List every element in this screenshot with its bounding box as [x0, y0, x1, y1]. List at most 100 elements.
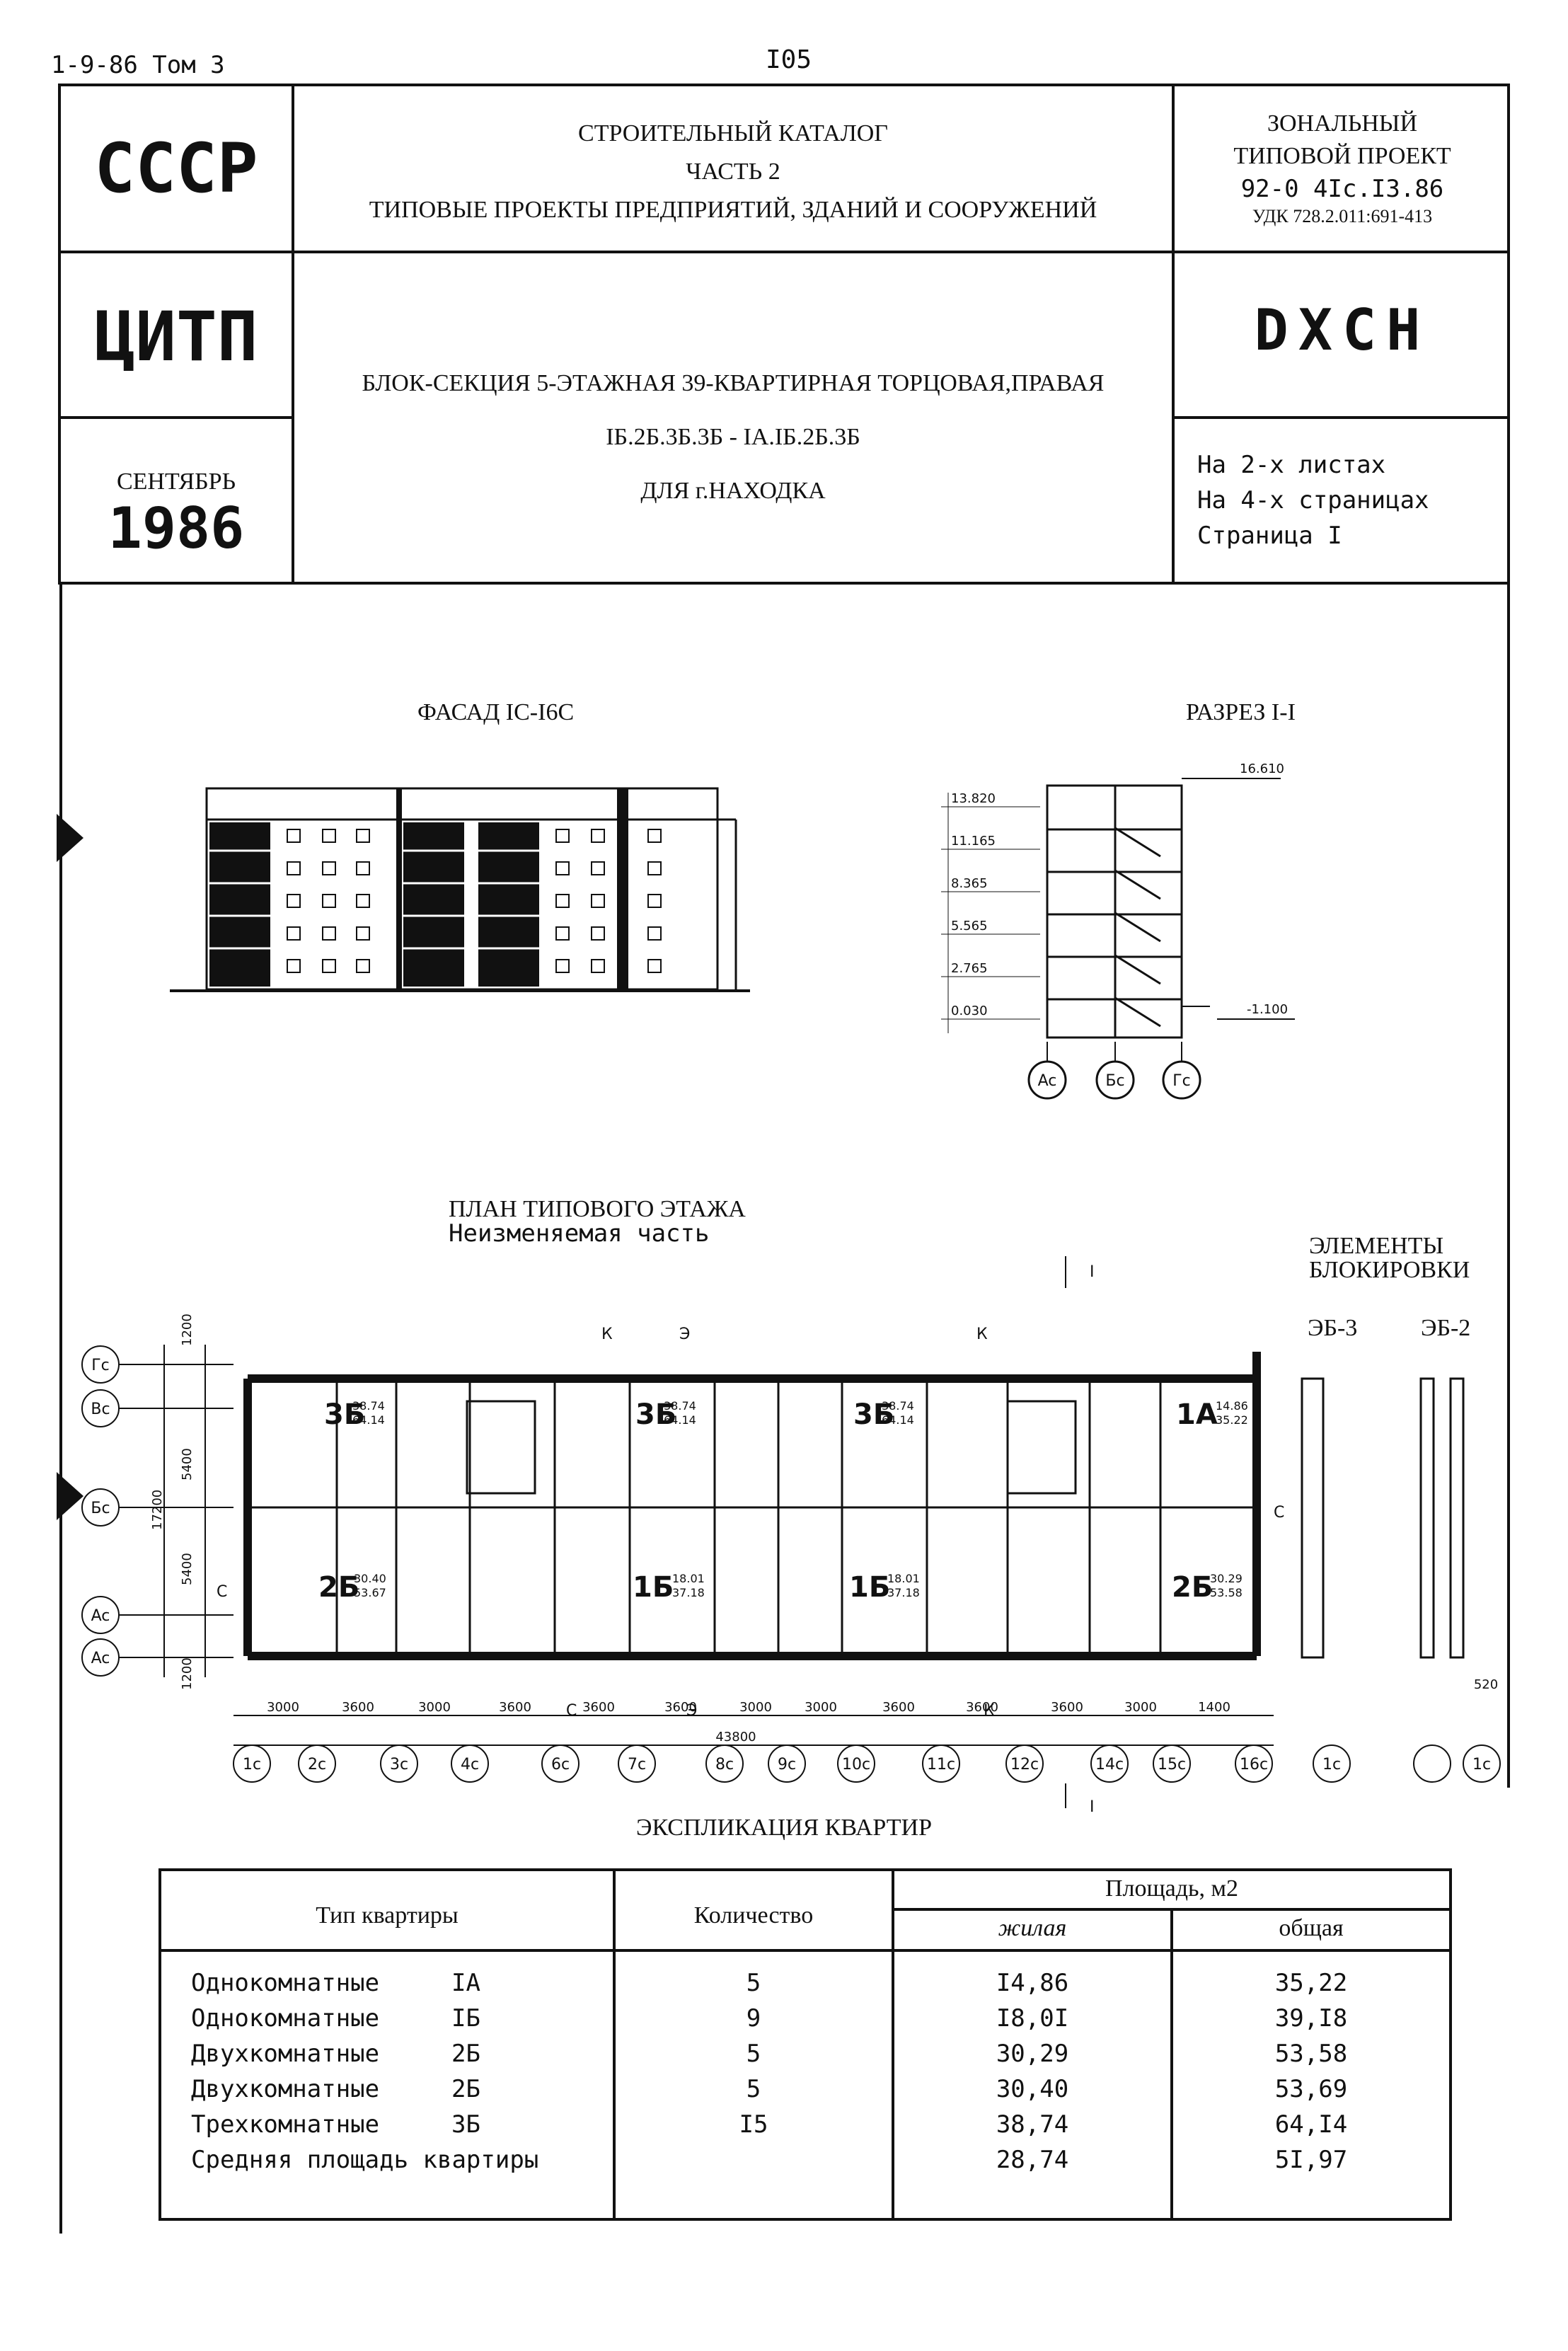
dim-label-overall: 43800	[715, 1730, 756, 1744]
level-label: 8.365	[951, 876, 988, 891]
dim-label: 3000	[418, 1700, 451, 1715]
header-type: Тип квартиры	[316, 1902, 459, 1928]
divider	[292, 251, 1510, 253]
apartment-type: 1Б	[849, 1571, 890, 1604]
sheet-info-line: Страница I	[1197, 522, 1342, 550]
floor-plan: Гc Вc Бc Ac Ac 1c 2c 3c 4c 6c 7c 8c 9c 1…	[81, 1256, 1501, 1812]
row-name: Трехкомнатные	[191, 2110, 380, 2139]
dim-label: 3600	[499, 1700, 531, 1715]
sheet-info: На 2-х листах На 4-х страницах Страница …	[1197, 447, 1429, 553]
dim-label: 1200	[180, 1314, 195, 1346]
level-label: 11.165	[951, 834, 996, 849]
axis-label: 4c	[461, 1756, 479, 1774]
apartment-living: 14.86	[1216, 1399, 1248, 1413]
dim-label: 3600	[882, 1700, 915, 1715]
catalog-line: ЧАСТЬ 2	[686, 159, 780, 185]
divider	[1172, 86, 1175, 582]
row-living: 38,74	[996, 2110, 1069, 2139]
apartment-type: 2Б	[1172, 1571, 1213, 1604]
dim-label: 3600	[342, 1700, 374, 1715]
axis-label: 14c	[1095, 1756, 1124, 1774]
apartment-type: 3Б	[853, 1398, 894, 1431]
apartment-type: 2Б	[318, 1571, 359, 1604]
divider	[292, 86, 294, 582]
cut-label-e: Э	[679, 1326, 690, 1343]
section-title: РАЗРЕЗ I-I	[1186, 699, 1296, 725]
row-name: Средняя площадь квартиры	[191, 2146, 539, 2174]
axis-label: 3c	[390, 1756, 408, 1774]
row-name: Однокомнатные	[191, 2004, 380, 2033]
header-count: Количество	[693, 1902, 814, 1928]
month-label: СЕНТЯБРЬ	[116, 469, 236, 495]
dim-label: 3000	[739, 1700, 772, 1715]
title-line: IБ.2Б.3Б.3Б - IA.IБ.2Б.3Б	[606, 424, 860, 450]
blocking-title-line: ЭЛЕМЕНТЫ	[1309, 1233, 1444, 1259]
axis-label: Бc	[91, 1500, 110, 1517]
cut-label-k: К	[601, 1326, 613, 1343]
binder-mark	[57, 1472, 83, 1520]
apartment-living: 38.74	[352, 1399, 385, 1413]
divider	[1170, 1908, 1173, 2221]
axis-label: 10c	[842, 1756, 870, 1774]
axis-label: 16c	[1240, 1756, 1268, 1774]
row-total: 53,69	[1274, 2075, 1348, 2103]
level-label: 2.765	[951, 961, 988, 976]
catalog-line: СТРОИТЕЛЬНЫЙ КАТАЛОГ	[578, 120, 888, 146]
document-code: DXCH	[1254, 297, 1431, 363]
facade-title: ФАСАД IC-I6C	[417, 699, 575, 725]
row-type: IБ	[451, 2004, 480, 2033]
row-name: Двухкомнатные	[191, 2075, 380, 2103]
plan-title-line: ПЛАН ТИПОВОГО ЭТАЖА	[449, 1196, 746, 1222]
apartment-type: 3Б	[324, 1398, 365, 1431]
apartment-total: 64.14	[664, 1413, 696, 1427]
title-block: СССР ЦИТП СЕНТЯБРЬ 1986 СТРОИТЕЛЬНЫЙ КАТ…	[58, 84, 1510, 585]
level-label: -1.100	[1247, 1002, 1288, 1017]
row-count: I5	[739, 2110, 768, 2139]
cut-label-c: С	[566, 1702, 577, 1720]
row-living: I4,86	[996, 1969, 1069, 1997]
cut-label-c: С	[1274, 1504, 1284, 1522]
row-type: 2Б	[451, 2040, 480, 2068]
dim-label: 17200	[150, 1490, 165, 1530]
header-living: жилая	[998, 1915, 1067, 1941]
apartment-living: 18.01	[672, 1572, 705, 1585]
axis-label: Вc	[91, 1401, 110, 1418]
plan-subtitle: Неизменяемая часть	[449, 1219, 710, 1248]
title-line: БЛОК-СЕКЦИЯ 5-ЭТАЖНАЯ 39-КВАРТИРНАЯ ТОРЦ…	[362, 370, 1105, 396]
cut-mark-label: I	[1090, 1798, 1095, 1812]
apartment-living: 38.74	[882, 1399, 914, 1413]
row-type: 2Б	[451, 2075, 480, 2103]
apartment-living: 18.01	[887, 1572, 920, 1585]
title-line: ДЛЯ г.НАХОДКА	[640, 478, 826, 504]
axis-label: 1c	[243, 1756, 261, 1774]
cut-label-e: Э	[686, 1702, 697, 1720]
row-living: 30,29	[996, 2040, 1069, 2068]
dim-label: 3000	[267, 1700, 299, 1715]
axis-label: 7c	[628, 1756, 646, 1774]
dim-label: 3600	[582, 1700, 615, 1715]
country-label: СССР	[94, 129, 258, 208]
facade-drawing	[170, 787, 750, 992]
frame-line	[59, 585, 62, 2234]
page-number: I05	[766, 45, 812, 74]
axis-label: 9c	[778, 1756, 796, 1774]
dim-label: 520	[1474, 1677, 1498, 1692]
divider	[61, 416, 292, 419]
apartment-living: 30.29	[1210, 1572, 1243, 1585]
catalog-title: СТРОИТЕЛЬНЫЙ КАТАЛОГ ЧАСТЬ 2 ТИПОВЫЕ ПРО…	[294, 115, 1172, 229]
apartment-living: 38.74	[664, 1399, 696, 1413]
blocking-type-2: ЭБ-2	[1421, 1315, 1471, 1341]
axis-label: 1c	[1322, 1756, 1341, 1774]
binder-mark	[57, 814, 83, 862]
apartment-living: 30.40	[354, 1572, 386, 1585]
dim-label: 5400	[180, 1448, 195, 1481]
blocking-type-3: ЭБ-3	[1308, 1315, 1358, 1341]
divider	[892, 1871, 894, 2218]
apartment-total: 64.14	[352, 1413, 385, 1427]
cut-label-k: К	[976, 1326, 988, 1343]
blocking-title-line: БЛОКИРОВКИ	[1309, 1257, 1470, 1283]
divider	[1172, 416, 1510, 419]
axis-label: Гc	[91, 1357, 110, 1374]
apartment-total: 64.14	[882, 1413, 914, 1427]
row-living: 30,40	[996, 2075, 1069, 2103]
